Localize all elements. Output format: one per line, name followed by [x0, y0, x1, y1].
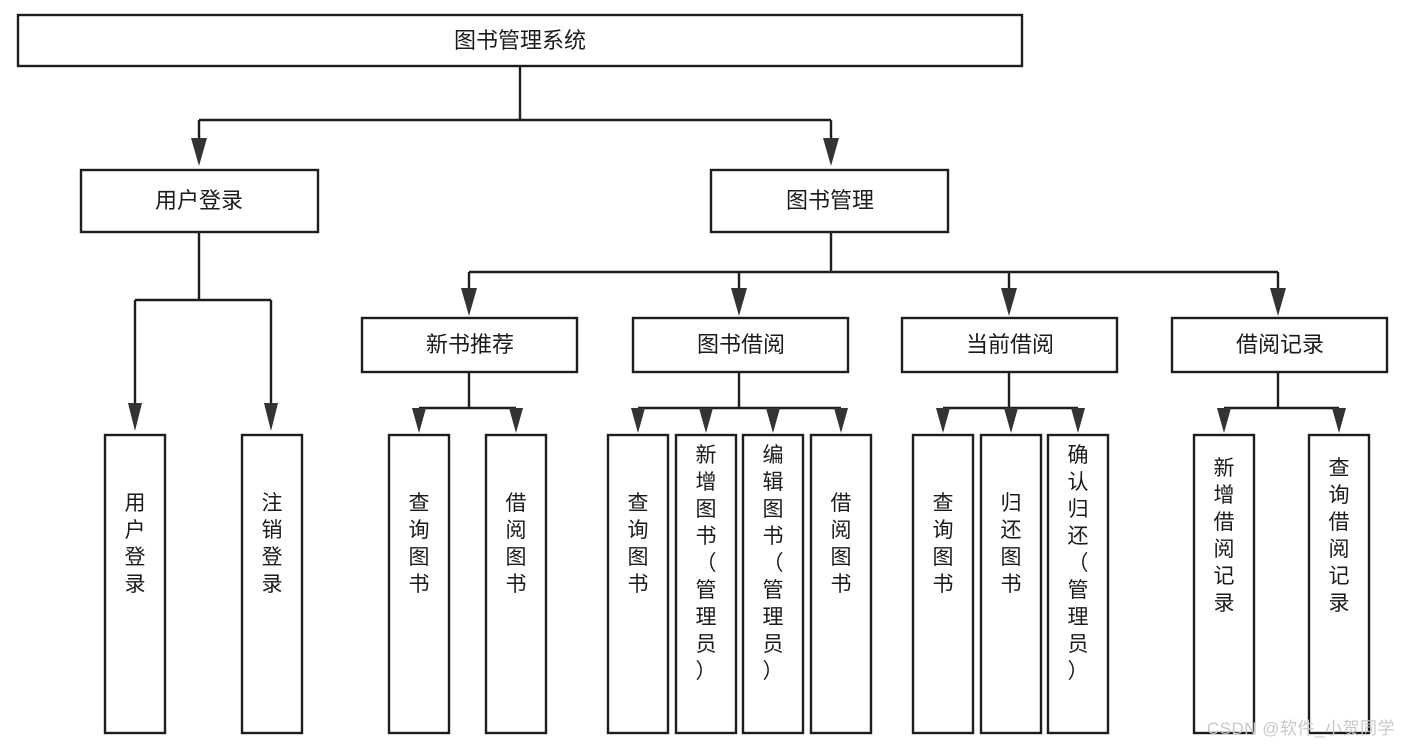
node-label-root: 图书管理系统 — [454, 28, 586, 53]
node-box-new-book-recommend — [360, 316, 579, 374]
node-box-root — [16, 13, 1024, 68]
leaf-node-user-login-1[interactable]: 注销登录 — [240, 433, 304, 735]
node-book-management[interactable]: 图书管理 — [709, 168, 950, 234]
leaf-node-current-borrow-1[interactable]: 归还图书 — [979, 433, 1043, 735]
arrow-head-book-borrow — [731, 288, 747, 316]
arrow-head-current-borrow — [1001, 288, 1017, 316]
leaf-box-borrow-record-1 — [1307, 433, 1371, 735]
leaf-label-book-borrow-0: 查询图书 — [628, 492, 649, 596]
node-box-user-login — [79, 168, 320, 234]
node-book-borrow[interactable]: 图书借阅 — [631, 316, 850, 374]
arrow-head-leaf-bookborrow-1 — [699, 408, 713, 433]
leaf-box-book-borrow-2 — [741, 433, 805, 735]
leaf-box-user-login-0 — [103, 433, 167, 735]
arrow-head-leaf-currentborrow-0 — [936, 408, 950, 433]
node-label-new-book-recommend: 新书推荐 — [426, 332, 514, 357]
leaf-label-current-borrow-2: 确认归还（管理员） — [1068, 444, 1089, 683]
arrow-head-leaf-borrowrecord-1 — [1332, 408, 1346, 433]
node-borrow-record[interactable]: 借阅记录 — [1170, 316, 1389, 374]
leaf-label-book-borrow-1: 新增图书（管理员） — [696, 444, 717, 683]
arrow-head-book-mgmt — [823, 138, 839, 166]
arrow-head-leaf-bookborrow-0 — [631, 408, 645, 433]
arrow-head-user-login — [191, 138, 207, 166]
node-box-book-management — [709, 168, 950, 234]
leaf-box-new-book-recommend-0 — [387, 433, 451, 735]
connector-group-borrow-record — [1217, 372, 1346, 433]
leaf-node-borrow-record-0[interactable]: 新增借阅记录 — [1192, 433, 1256, 735]
node-user-login[interactable]: 用户登录 — [79, 168, 320, 234]
leaf-node-borrow-record-1[interactable]: 查询借阅记录 — [1307, 433, 1371, 735]
node-box-current-borrow — [900, 316, 1119, 374]
leaf-box-book-borrow-3 — [809, 433, 873, 735]
leaf-node-book-borrow-3[interactable]: 借阅图书 — [809, 433, 873, 735]
leaf-node-current-borrow-0[interactable]: 查询图书 — [911, 433, 975, 735]
connector-group-current-borrow — [936, 372, 1085, 433]
connector-group-user-login — [128, 232, 278, 431]
node-label-book-borrow: 图书借阅 — [697, 332, 785, 357]
leaf-label-user-login-0: 用户登录 — [125, 492, 146, 596]
leaf-label-book-borrow-2: 编辑图书（管理员） — [763, 444, 784, 683]
connector-group-book-mgmt — [461, 232, 1286, 316]
arrow-head-borrow-record — [1270, 288, 1286, 316]
arrow-head-leaf-newbook-0 — [412, 408, 426, 433]
arrow-head-leaf-currentborrow-1 — [1004, 408, 1018, 433]
arrow-head-leaf-user-login-1 — [264, 403, 278, 431]
connector-group-new-book-recommend — [412, 372, 523, 433]
arrow-head-leaf-user-login-0 — [128, 403, 142, 431]
leaf-box-current-borrow-0 — [911, 433, 975, 735]
arrow-head-leaf-bookborrow-3 — [834, 408, 848, 433]
leaf-node-new-book-recommend-0[interactable]: 查询图书 — [387, 433, 451, 735]
leaf-label-new-book-recommend-0: 查询图书 — [409, 492, 430, 596]
arrow-head-leaf-borrowrecord-0 — [1217, 408, 1231, 433]
connector-group-root — [191, 66, 839, 166]
leaf-node-new-book-recommend-1[interactable]: 借阅图书 — [484, 433, 548, 735]
arrow-head-leaf-currentborrow-2 — [1071, 408, 1085, 433]
leaf-box-book-borrow-1 — [674, 433, 738, 735]
leaf-label-current-borrow-1: 归还图书 — [1001, 492, 1022, 596]
leaf-box-user-login-1 — [240, 433, 304, 735]
node-book-management-system[interactable]: 图书管理系统 — [16, 13, 1024, 68]
leaf-label-user-login-1: 注销登录 — [262, 492, 283, 596]
node-label-borrow-record: 借阅记录 — [1236, 332, 1324, 357]
leaf-label-new-book-recommend-1: 借阅图书 — [506, 492, 527, 596]
arrow-head-new-book-recommend — [461, 288, 477, 316]
leaf-node-current-borrow-2[interactable]: 确认归还（管理员） — [1046, 433, 1110, 735]
leaf-node-book-borrow-2[interactable]: 编辑图书（管理员） — [741, 433, 805, 735]
leaf-label-book-borrow-3: 借阅图书 — [831, 492, 852, 596]
arrow-head-leaf-newbook-1 — [509, 408, 523, 433]
leaf-node-user-login-0[interactable]: 用户登录 — [103, 433, 167, 735]
node-box-book-borrow — [631, 316, 850, 374]
leaf-node-book-borrow-1[interactable]: 新增图书（管理员） — [674, 433, 738, 735]
node-label-current-borrow: 当前借阅 — [966, 332, 1054, 357]
connector-group-book-borrow — [631, 372, 848, 433]
node-new-book-recommend[interactable]: 新书推荐 — [360, 316, 579, 374]
leaf-box-new-book-recommend-1 — [484, 433, 548, 735]
leaf-node-book-borrow-0[interactable]: 查询图书 — [606, 433, 670, 735]
leaf-box-current-borrow-1 — [979, 433, 1043, 735]
leaf-box-borrow-record-0 — [1192, 433, 1256, 735]
leaf-box-book-borrow-0 — [606, 433, 670, 735]
leaf-box-current-borrow-2 — [1046, 433, 1110, 735]
leaf-label-borrow-record-0: 新增借阅记录 — [1214, 457, 1235, 615]
node-box-borrow-record — [1170, 316, 1389, 374]
node-label-book-management: 图书管理 — [786, 188, 874, 213]
leaf-label-borrow-record-1: 查询借阅记录 — [1329, 457, 1350, 615]
node-current-borrow[interactable]: 当前借阅 — [900, 316, 1119, 374]
leaf-label-current-borrow-0: 查询图书 — [933, 492, 954, 596]
node-label-user-login: 用户登录 — [155, 188, 243, 213]
arrow-head-leaf-bookborrow-2 — [766, 408, 780, 433]
